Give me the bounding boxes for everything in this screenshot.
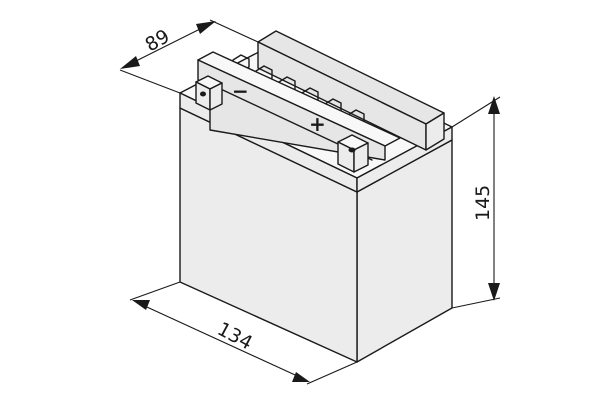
positive-sign: + bbox=[309, 112, 326, 136]
width-label: 134 bbox=[214, 318, 256, 354]
positive-terminal bbox=[337, 134, 369, 173]
depth-label: 89 bbox=[142, 25, 174, 56]
vent-strip-side bbox=[425, 112, 445, 151]
height-dimension: 145 bbox=[451, 96, 501, 309]
height-label: 145 bbox=[472, 185, 494, 221]
terminal-cover-front bbox=[197, 59, 386, 161]
negative-sign: − bbox=[232, 79, 249, 103]
negative-terminal bbox=[195, 75, 223, 111]
